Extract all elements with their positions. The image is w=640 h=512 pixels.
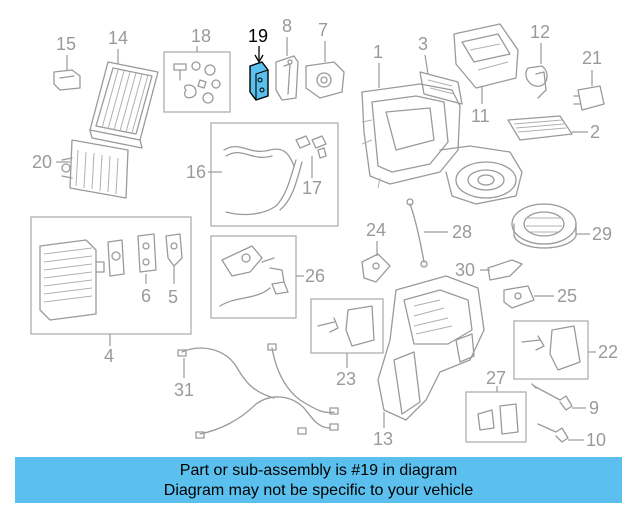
callout-21: 21: [582, 48, 602, 68]
part-26-box: [210, 235, 297, 319]
callout-7: 7: [318, 20, 328, 40]
part-5-drawing: [165, 233, 183, 267]
part-4-drawing: [39, 239, 105, 321]
part-9-drawing: [531, 383, 573, 411]
part-24-drawing: [361, 253, 391, 283]
callout-11: 11: [471, 106, 490, 126]
part-19-highlight[interactable]: [249, 61, 269, 101]
info-banner: Part or sub-assembly is #19 in diagram D…: [15, 457, 622, 503]
part-2-drawing: [507, 115, 573, 141]
part-10-drawing: [537, 423, 569, 443]
part-1-drawing: [361, 83, 523, 205]
part-22-drawing: [521, 325, 581, 371]
callout-9: 9: [589, 398, 599, 418]
part-26-drawing: [219, 245, 289, 307]
part-30-drawing: [487, 259, 523, 281]
callout-6: 6: [141, 286, 151, 306]
callout-3: 3: [418, 34, 428, 54]
part-7-drawing: [305, 61, 345, 99]
callout-26: 26: [305, 266, 325, 286]
part-13-drawing: [377, 275, 485, 421]
callout-10: 10: [586, 430, 606, 450]
part-3-drawing: [419, 71, 463, 105]
callout-5: 5: [168, 287, 178, 307]
part-22-box: [513, 320, 589, 380]
callout-31: 31: [174, 380, 194, 400]
part-14-drawing: [89, 61, 159, 149]
part-6-drawing: [107, 233, 157, 277]
callout-27: 27: [486, 368, 506, 388]
leader-19-arrow: [254, 54, 264, 64]
callout-17: 17: [302, 178, 322, 198]
part-27-box: [465, 391, 527, 443]
callout-23: 23: [336, 369, 356, 389]
callout-22: 22: [598, 342, 618, 362]
callout-8: 8: [282, 16, 292, 36]
callout-30: 30: [455, 260, 475, 280]
part-20-drawing: [61, 139, 129, 199]
callout-20: 20: [32, 152, 52, 172]
callout-19: 19: [248, 26, 268, 46]
part-4-box: [30, 216, 192, 335]
callout-1: 1: [373, 42, 383, 62]
part-31-drawing: [177, 343, 339, 439]
callout-16: 16: [186, 162, 206, 182]
part-11-drawing: [453, 23, 519, 89]
part-12-drawing: [525, 65, 548, 99]
part-18-drawing: [173, 61, 221, 104]
part-16-drawing: [223, 135, 327, 216]
part-25-drawing: [503, 285, 535, 309]
callout-15: 15: [56, 34, 76, 54]
part-21-drawing: [573, 85, 605, 111]
callout-24: 24: [366, 220, 386, 240]
callout-12: 12: [530, 22, 550, 42]
part-23-drawing: [317, 305, 375, 347]
callout-25: 25: [557, 286, 577, 306]
part-15-drawing: [53, 69, 81, 91]
part-28-drawing: [406, 198, 428, 268]
callout-4: 4: [104, 346, 114, 366]
banner-line-2: Diagram may not be specific to your vehi…: [163, 482, 474, 499]
parts-diagram: 15 14 20 18 19: [30, 16, 618, 450]
callout-14: 14: [108, 28, 128, 48]
callout-18: 18: [191, 26, 211, 46]
banner-line-1: Part or sub-assembly is #19 in diagram: [179, 462, 458, 479]
callout-13: 13: [373, 429, 393, 449]
leader-3: [424, 54, 429, 75]
callout-28: 28: [452, 222, 472, 242]
callout-29: 29: [592, 224, 612, 244]
part-27-drawing: [477, 403, 519, 435]
callout-2: 2: [590, 122, 600, 142]
part-16-box: [210, 122, 339, 227]
part-8-drawing: [275, 55, 299, 101]
part-29-drawing: [511, 203, 577, 249]
